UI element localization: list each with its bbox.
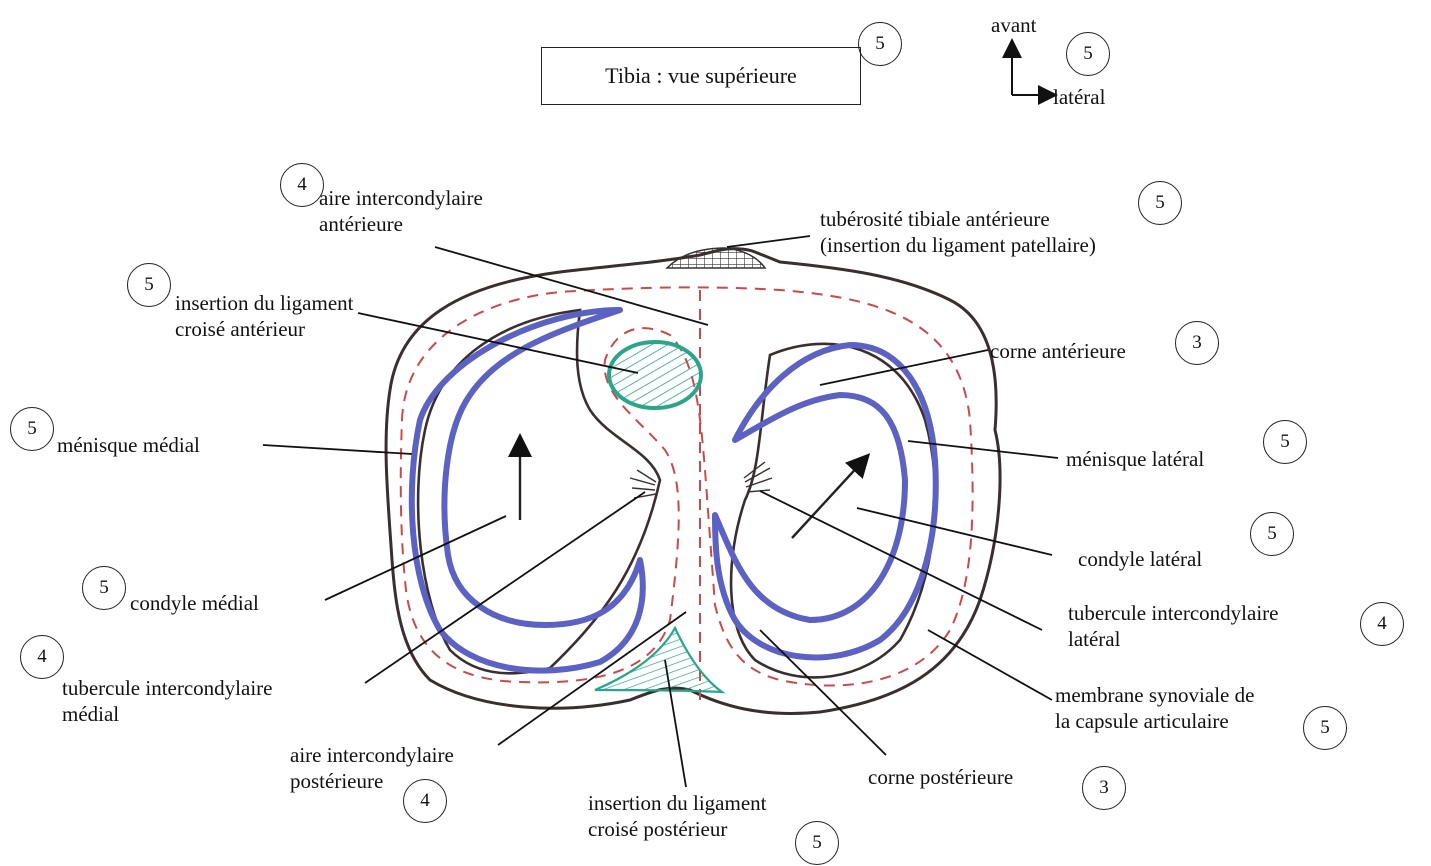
label-condyle-medial: condyle médial — [130, 590, 259, 616]
label-score-circle: 4 — [280, 163, 324, 207]
label-score-circle: 5 — [1303, 706, 1347, 750]
label-corne-posterieure: corne postérieure — [868, 764, 1013, 790]
diagram-title: Tibia : vue supérieure — [541, 47, 861, 105]
title-score-circle: 5 — [858, 22, 902, 66]
label-score-circle: 3 — [1175, 321, 1219, 365]
lateral-condyle-arrow — [792, 462, 862, 538]
orientation-score-circle: 5 — [1066, 32, 1110, 76]
leader-lines — [263, 236, 1058, 787]
acl-insertion — [609, 342, 701, 408]
orientation-front-label: avant — [991, 12, 1036, 38]
label-corne-anterieure: corne antérieure — [990, 338, 1126, 364]
label-score-circle: 5 — [1250, 512, 1294, 556]
label-score-circle: 4 — [1360, 602, 1404, 646]
label-condyle-lateral: condyle latéral — [1078, 546, 1202, 572]
label-menisque-lateral: ménisque latéral — [1066, 446, 1204, 472]
label-score-circle: 4 — [20, 635, 64, 679]
label-score-circle: 5 — [127, 263, 171, 307]
label-score-circle: 5 — [1138, 181, 1182, 225]
label-menisque-medial: ménisque médial — [57, 432, 200, 458]
label-score-circle: 5 — [82, 566, 126, 610]
label-score-circle: 5 — [10, 407, 54, 451]
label-score-circle: 4 — [403, 779, 447, 823]
lateral-tubercle-strokes — [744, 462, 772, 492]
label-tuberosite-tibiale-anterieure: tubérosité tibiale antérieure(insertion … — [820, 206, 1096, 258]
medial-meniscus — [412, 310, 643, 671]
label-score-circle: 5 — [1263, 420, 1307, 464]
pcl-insertion — [595, 628, 722, 692]
label-score-circle: 5 — [795, 821, 839, 865]
label-score-circle: 3 — [1082, 766, 1126, 810]
orientation-lateral-label: latéral — [1053, 84, 1105, 110]
